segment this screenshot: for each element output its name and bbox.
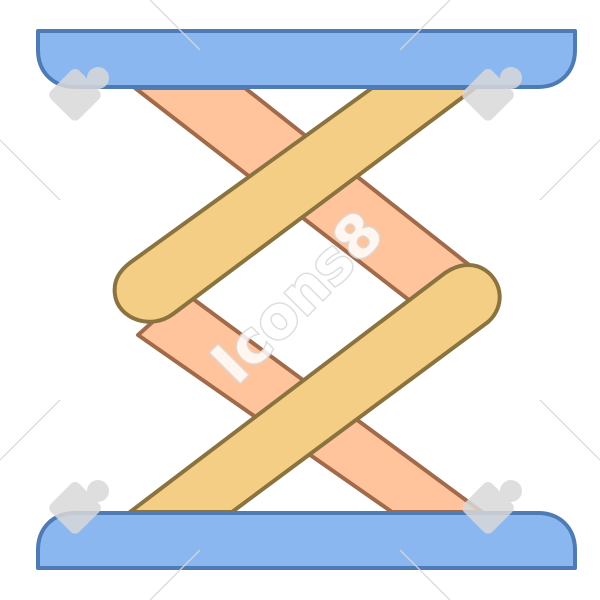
watermark-logo-top-left	[49, 67, 109, 121]
front-scissor-bars	[112, 86, 502, 514]
watermark-logo-top-right	[462, 67, 522, 121]
front-bar-lower	[128, 263, 502, 514]
watermark-logo-bottom-left	[49, 480, 109, 534]
watermark-logo-bottom-right	[462, 480, 522, 534]
bottom-platform	[36, 511, 577, 570]
front-bar-upper	[112, 86, 477, 324]
top-platform	[36, 29, 577, 89]
